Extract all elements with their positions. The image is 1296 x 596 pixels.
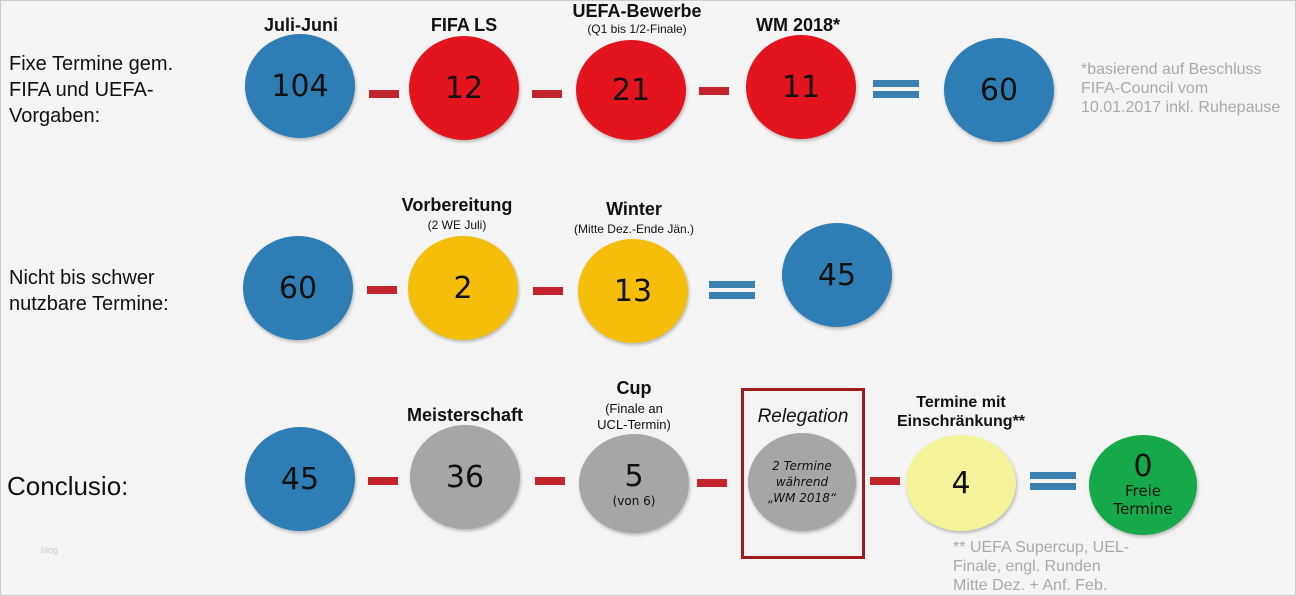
equals-sign [1030,472,1076,490]
relegation-box [741,388,865,559]
label-juli-juni: Juli-Juni [263,15,339,35]
circle-12: 12 [409,36,519,140]
minus-sign [870,477,900,485]
equals-sign [709,281,755,299]
value-sub: (von 6) [612,494,656,508]
minus-sign [697,479,727,487]
label-wm-2018: WM 2018* [755,15,841,35]
minus-sign [533,287,563,295]
sublabel-winter: (Mitte Dez.-Ende Jän.) [573,222,695,236]
label-winter: Winter [606,199,662,219]
label-relegation: Relegation [757,406,849,427]
circle-45: 45 [245,427,355,531]
value: 13 [613,273,653,309]
circle-36: 36 [410,425,520,529]
minus-sign [367,286,397,294]
label-uefa-bewerbe: UEFA-Bewerbe [572,1,702,21]
circle-4: 4 [906,435,1016,531]
watermark: blog [41,545,59,555]
footnote-fifa: *basierend auf Beschluss FIFA-Council vo… [1081,61,1281,116]
value: 60 [278,270,318,306]
value: 11 [781,69,821,105]
value: 36 [445,459,485,495]
row2-label: Nicht bis schwer nutzbare Termine: [9,267,169,315]
value: 2 [453,270,473,306]
value: 21 [611,72,651,108]
row1-label: Fixe Termine gem. FIFA und UEFA- Vorgabe… [9,53,174,127]
minus-sign [532,90,562,98]
label-vorbereitung: Vorbereitung [401,195,513,215]
value-sub: Freie Termine [1113,482,1173,518]
value: 60 [979,72,1019,108]
row3-label: Conclusio: [7,471,129,501]
circle-60-result: 60 [944,38,1054,142]
circle-13: 13 [578,239,688,343]
label-fifa-ls: FIFA LS [430,15,498,35]
circle-21: 21 [576,40,686,140]
value: 2 Termine während „WM 2018“ [767,459,837,505]
minus-sign [368,477,398,485]
value: 0 [1133,449,1153,484]
circle-relegation: 2 Termine während „WM 2018“ [748,433,856,531]
value: 5 [624,459,644,494]
circle-5: 5(von 6) [579,434,689,533]
minus-sign [699,87,729,95]
sublabel-uefa: (Q1 bis 1/2-Finale) [587,22,687,36]
value: 12 [444,70,484,106]
circle-104: 104 [245,34,355,138]
equals-sign [873,80,919,98]
label-meisterschaft: Meisterschaft [406,405,524,425]
circle-11: 11 [746,35,856,139]
sublabel-cup: (Finale an UCL-Termin) [597,401,671,432]
minus-sign [535,477,565,485]
value: 104 [271,68,329,104]
sublabel-vorbereitung: (2 WE Juli) [427,218,487,232]
label-einschraenkung: Termine mit Einschränkung** [896,394,1026,430]
value: 45 [280,461,320,497]
minus-sign [369,90,399,98]
value: 4 [951,465,971,501]
footnote-einschraenkung: ** UEFA Supercup, UEL- Finale, engl. Run… [953,539,1130,594]
circle-45-result: 45 [782,223,892,327]
circle-2: 2 [408,236,518,340]
circle-60: 60 [243,236,353,340]
label-cup: Cup [616,378,652,398]
value: 45 [817,257,857,293]
